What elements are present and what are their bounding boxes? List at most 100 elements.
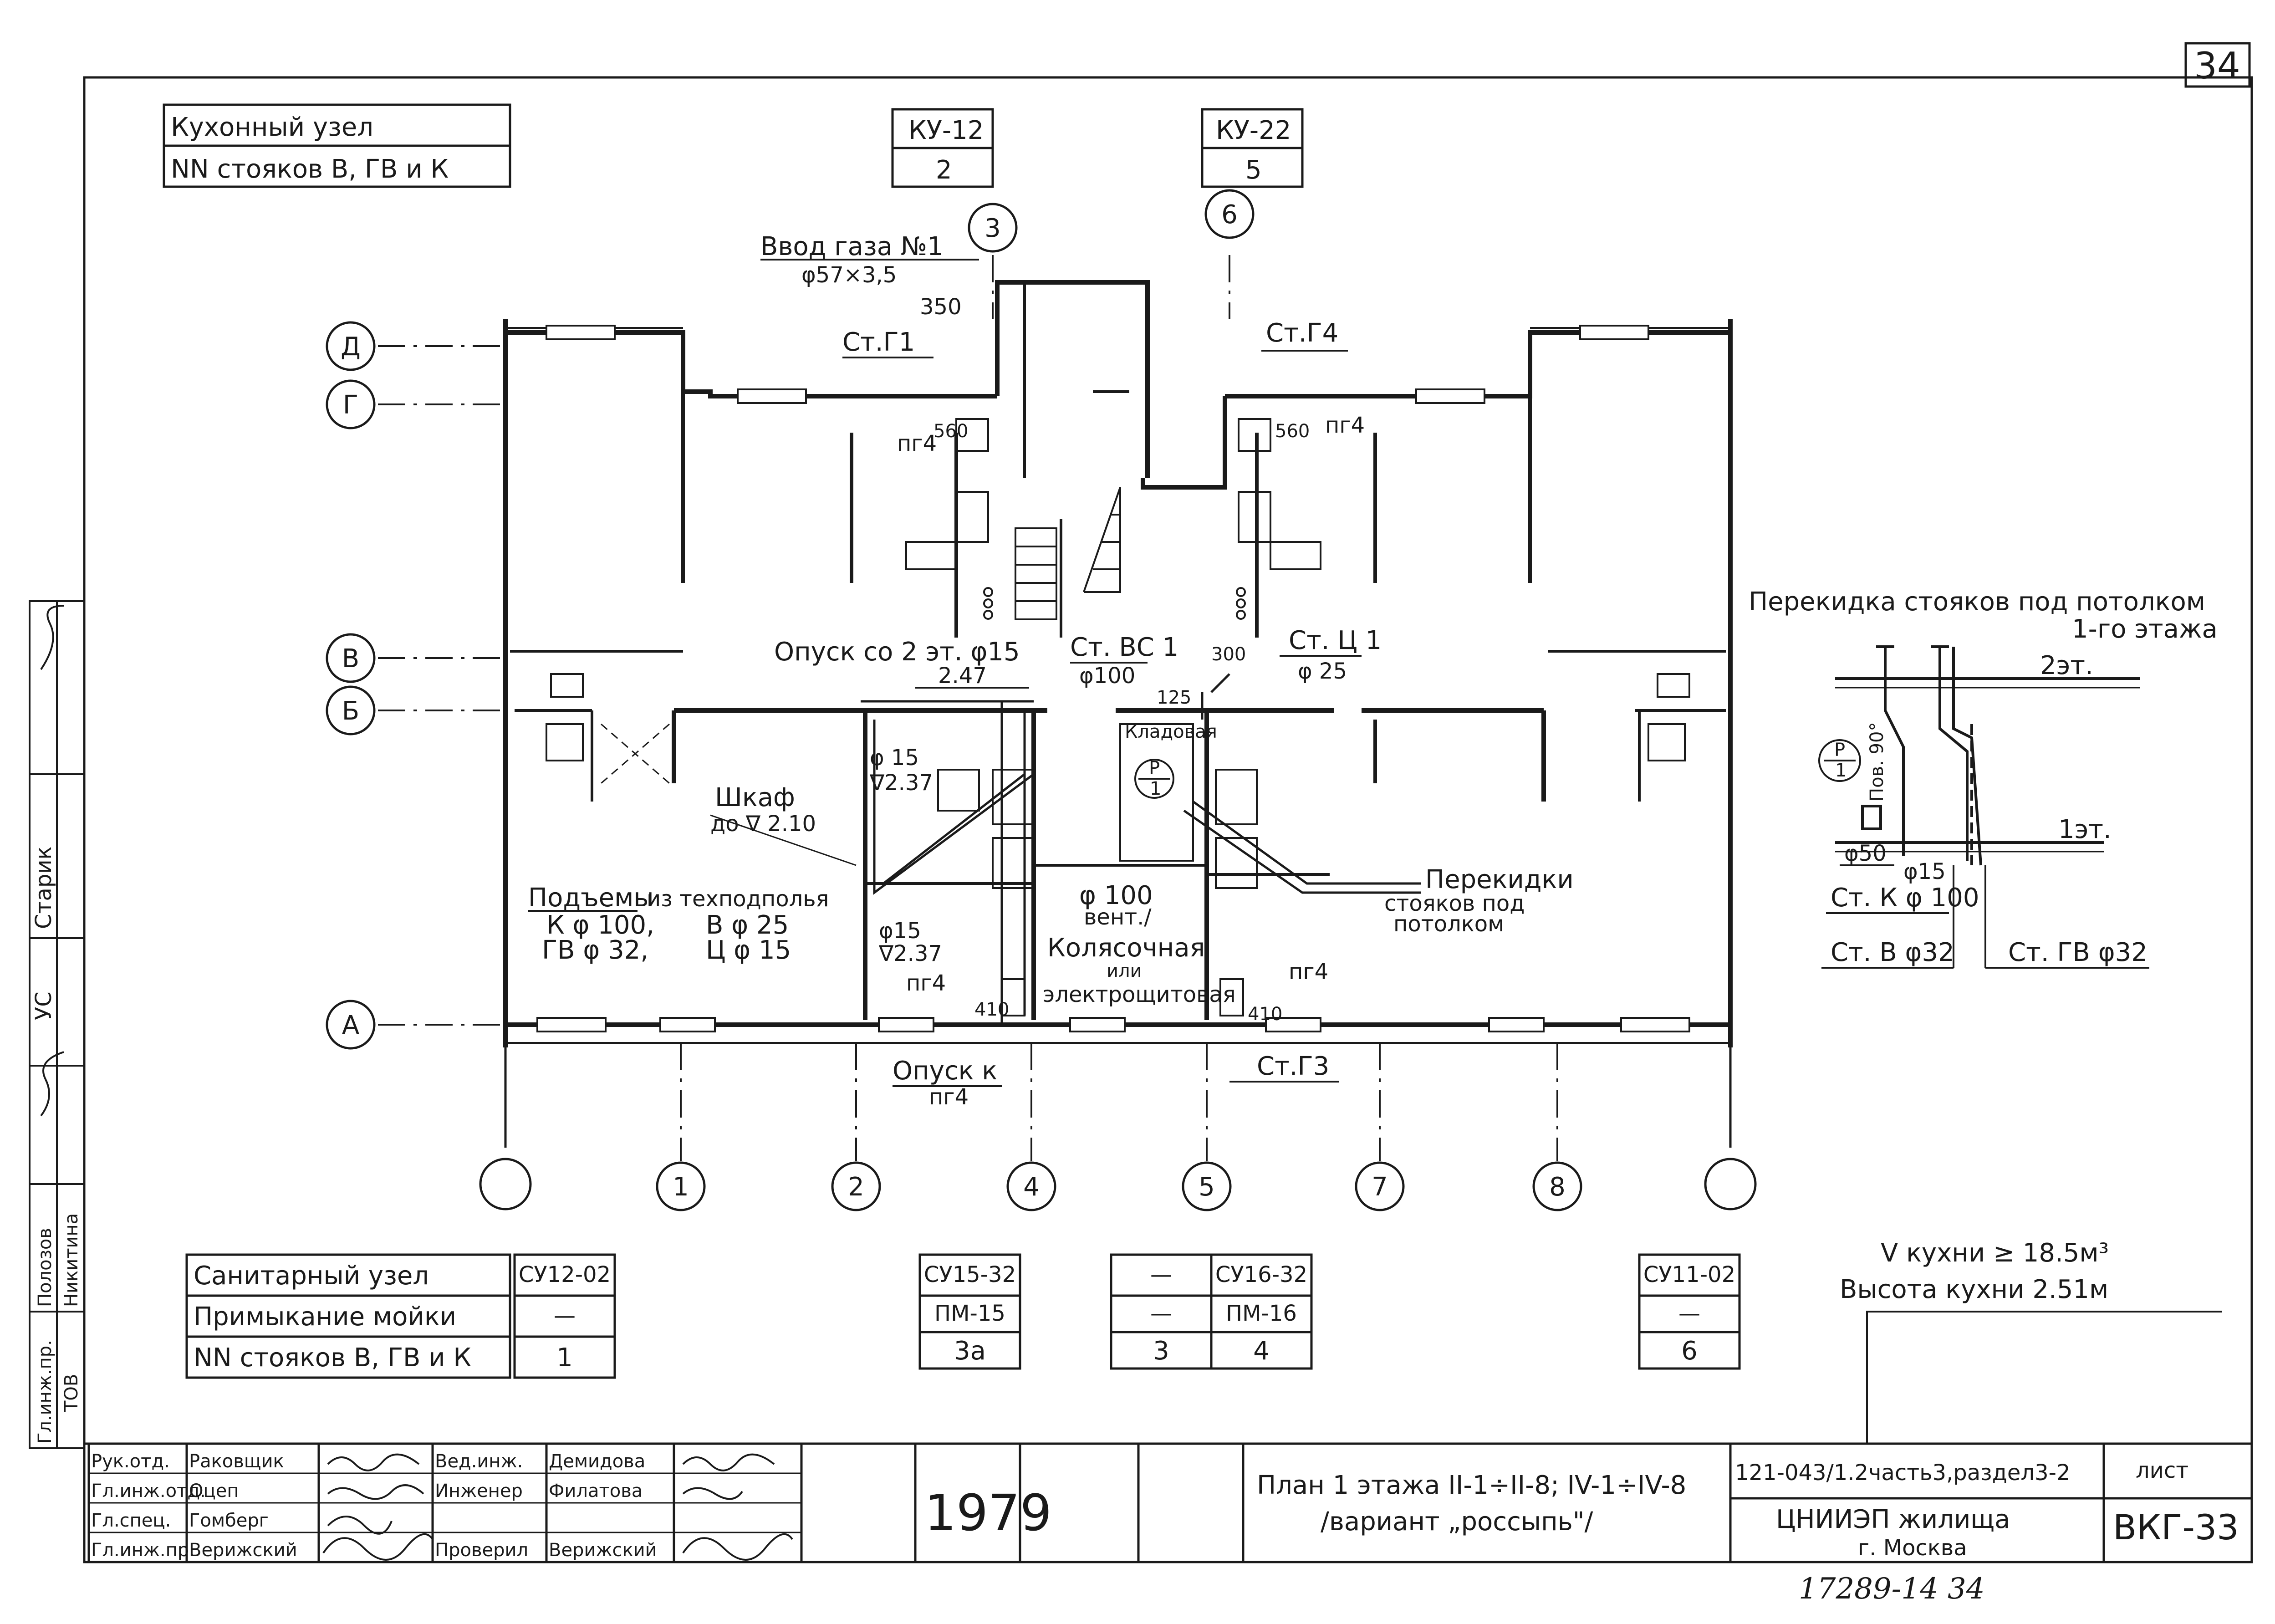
- kitchen-volume: V кухни ≥ 18.5м³: [1881, 1238, 2109, 1268]
- tech-line3: Ц φ 15: [706, 935, 791, 965]
- san-c4-r3: 4: [1253, 1336, 1270, 1366]
- axis-bubble-8: [1532, 1161, 1582, 1211]
- detail-st-gv: Ст. ГВ φ32: [2008, 938, 2147, 967]
- stamp-title-1: План 1 этажа II-1÷II-8; IV-1÷IV-8: [1257, 1471, 1686, 1500]
- stamp-name-4: Верижский: [189, 1540, 297, 1561]
- stamp-code: 121-043/1.2часть3,раздел3-2: [1735, 1460, 2070, 1486]
- axis-label-D: Д: [341, 332, 361, 362]
- side-stamp-name-1: Старик: [31, 846, 56, 929]
- opusk-2et-label: Опуск со 2 эт. φ15: [774, 637, 1020, 667]
- level-237-a: ∇2.37: [869, 770, 933, 796]
- podemy-line1: Подъемы: [528, 883, 654, 913]
- stamp-name2-2: Филатова: [549, 1481, 643, 1501]
- san-c1-r3: 1: [556, 1343, 573, 1373]
- detail-f15: φ15: [1903, 859, 1946, 884]
- stamp-name-2: Оцеп: [189, 1481, 239, 1501]
- axis-label-A: А: [342, 1011, 359, 1040]
- f15-label-b: φ15: [879, 918, 921, 944]
- stair-flight-left: [1015, 527, 1057, 620]
- st-vs1-label: Ст. ВС 1: [1070, 633, 1178, 662]
- podemy-line2: К φ 100,: [546, 910, 654, 940]
- title-block: [84, 1442, 2252, 1562]
- san-c4-r1: СУ16-32: [1215, 1262, 1307, 1287]
- pg4-label-center-right: пг4: [1289, 959, 1328, 985]
- sanitary-unit-table: [185, 1253, 1741, 1379]
- san-c2-r1: СУ15-32: [924, 1262, 1016, 1287]
- handwritten-number: 17289-14 34: [1799, 1572, 1984, 1606]
- st-g3-label: Ст.Г3: [1257, 1052, 1329, 1081]
- axis-bubble-D: [326, 321, 376, 371]
- tech-line2: В φ 25: [706, 910, 789, 940]
- stamp-role2-2: Инженер: [435, 1481, 523, 1501]
- detail-f50: φ50: [1844, 841, 1887, 866]
- podemy-line3: ГВ φ 32,: [542, 935, 648, 965]
- san-c3-r1: —: [1150, 1262, 1172, 1287]
- side-stamp-name-3: Полозов: [35, 1228, 56, 1307]
- kolyasochnaya-1: Колясочная: [1047, 933, 1205, 963]
- san-c1-r2: —: [554, 1303, 576, 1328]
- san-row3: NN стояков В, ГВ и К: [194, 1343, 471, 1373]
- axis-bubble-V: [326, 633, 376, 683]
- stamp-role-4: Гл.инж.пр.: [91, 1540, 195, 1561]
- detail-st-v: Ст. В φ32: [1831, 938, 1954, 967]
- axis-bubble-3: [968, 203, 1018, 253]
- perekidki-line1: Перекидки: [1425, 865, 1574, 894]
- ku22-code: КУ-22: [1216, 116, 1291, 145]
- st-vs1-diameter: φ100: [1079, 663, 1135, 689]
- ku12-num: 2: [936, 155, 952, 185]
- axis-bubble-B: [326, 685, 376, 735]
- axis-label-3: 3: [984, 214, 1001, 243]
- shkaf-level: до ∇ 2.10: [710, 811, 816, 837]
- side-stamp: [29, 600, 85, 1449]
- detail-st-k: Ст. К φ 100: [1831, 883, 1979, 913]
- detail-badge-top: Р: [1834, 740, 1845, 761]
- kolyasochnaya-2: или: [1107, 960, 1142, 981]
- san-c5-r3: 6: [1681, 1336, 1698, 1366]
- tech-line1: из техподполья: [647, 886, 829, 912]
- san-row1: Санитарный узел: [194, 1261, 429, 1291]
- riser-badge-bottom: 1: [1150, 778, 1161, 799]
- kladovaya-label: Кладовая: [1125, 721, 1217, 742]
- dim-410-left: 410: [974, 999, 1009, 1020]
- stamp-title-2: /вариант „россыпь"/: [1321, 1507, 1593, 1537]
- ku12-code: КУ-12: [908, 116, 984, 145]
- side-stamp-name-4: Никитина: [61, 1213, 82, 1307]
- axis-label-V: В: [342, 644, 359, 674]
- ku22-num: 5: [1245, 155, 1262, 185]
- st-c1-diameter: φ 25: [1298, 659, 1347, 684]
- gas-input-diameter: φ57×3,5: [801, 262, 897, 288]
- stamp-year: 1979: [924, 1484, 1052, 1542]
- kolyasochnaya-3: электрощитовая: [1043, 982, 1236, 1007]
- axis-bubble-right: [1704, 1158, 1757, 1210]
- vent-label: вент./: [1084, 904, 1152, 930]
- riser-transfer-detail: [1835, 645, 2140, 866]
- dim-560-right: 560: [1275, 421, 1310, 442]
- page-number-box: [2184, 42, 2251, 88]
- axis-label-8: 8: [1549, 1172, 1566, 1202]
- san-c5-r2: —: [1678, 1301, 1700, 1326]
- opusk-k-target: пг4: [929, 1084, 969, 1110]
- axis-bubble-4: [1006, 1161, 1056, 1211]
- axis-bubble-5: [1182, 1161, 1232, 1211]
- stamp-name2-1: Демидова: [549, 1451, 645, 1472]
- axis-label-B: Б: [342, 696, 359, 726]
- pg4-label-right: пг4: [1325, 413, 1365, 438]
- dim-410-right: 410: [1248, 1004, 1282, 1025]
- axis-bubble-1: [656, 1161, 706, 1211]
- axis-label-4: 4: [1023, 1172, 1040, 1202]
- st-g4-label: Ст.Г4: [1266, 318, 1338, 348]
- pg4-label-center-left: пг4: [906, 970, 946, 996]
- san-row2: Примыкание мойки: [194, 1302, 456, 1332]
- axis-label-G: Г: [343, 390, 358, 420]
- axis-bubble-6: [1204, 189, 1255, 239]
- axis-bubble-G: [326, 379, 376, 429]
- stamp-city: г. Москва: [1858, 1535, 1967, 1561]
- shkaf-label: Шкаф: [715, 783, 795, 812]
- perekidki-line2: стояков под: [1384, 891, 1525, 916]
- stamp-org: ЦНИИЭП жилища: [1776, 1505, 2010, 1534]
- opusk-k-label: Опуск к: [893, 1056, 997, 1086]
- axis-bubble-2: [831, 1161, 881, 1211]
- kitchen-table-row1: Кухонный узел: [171, 112, 373, 142]
- side-stamp-name-6: ТОВ: [61, 1374, 82, 1412]
